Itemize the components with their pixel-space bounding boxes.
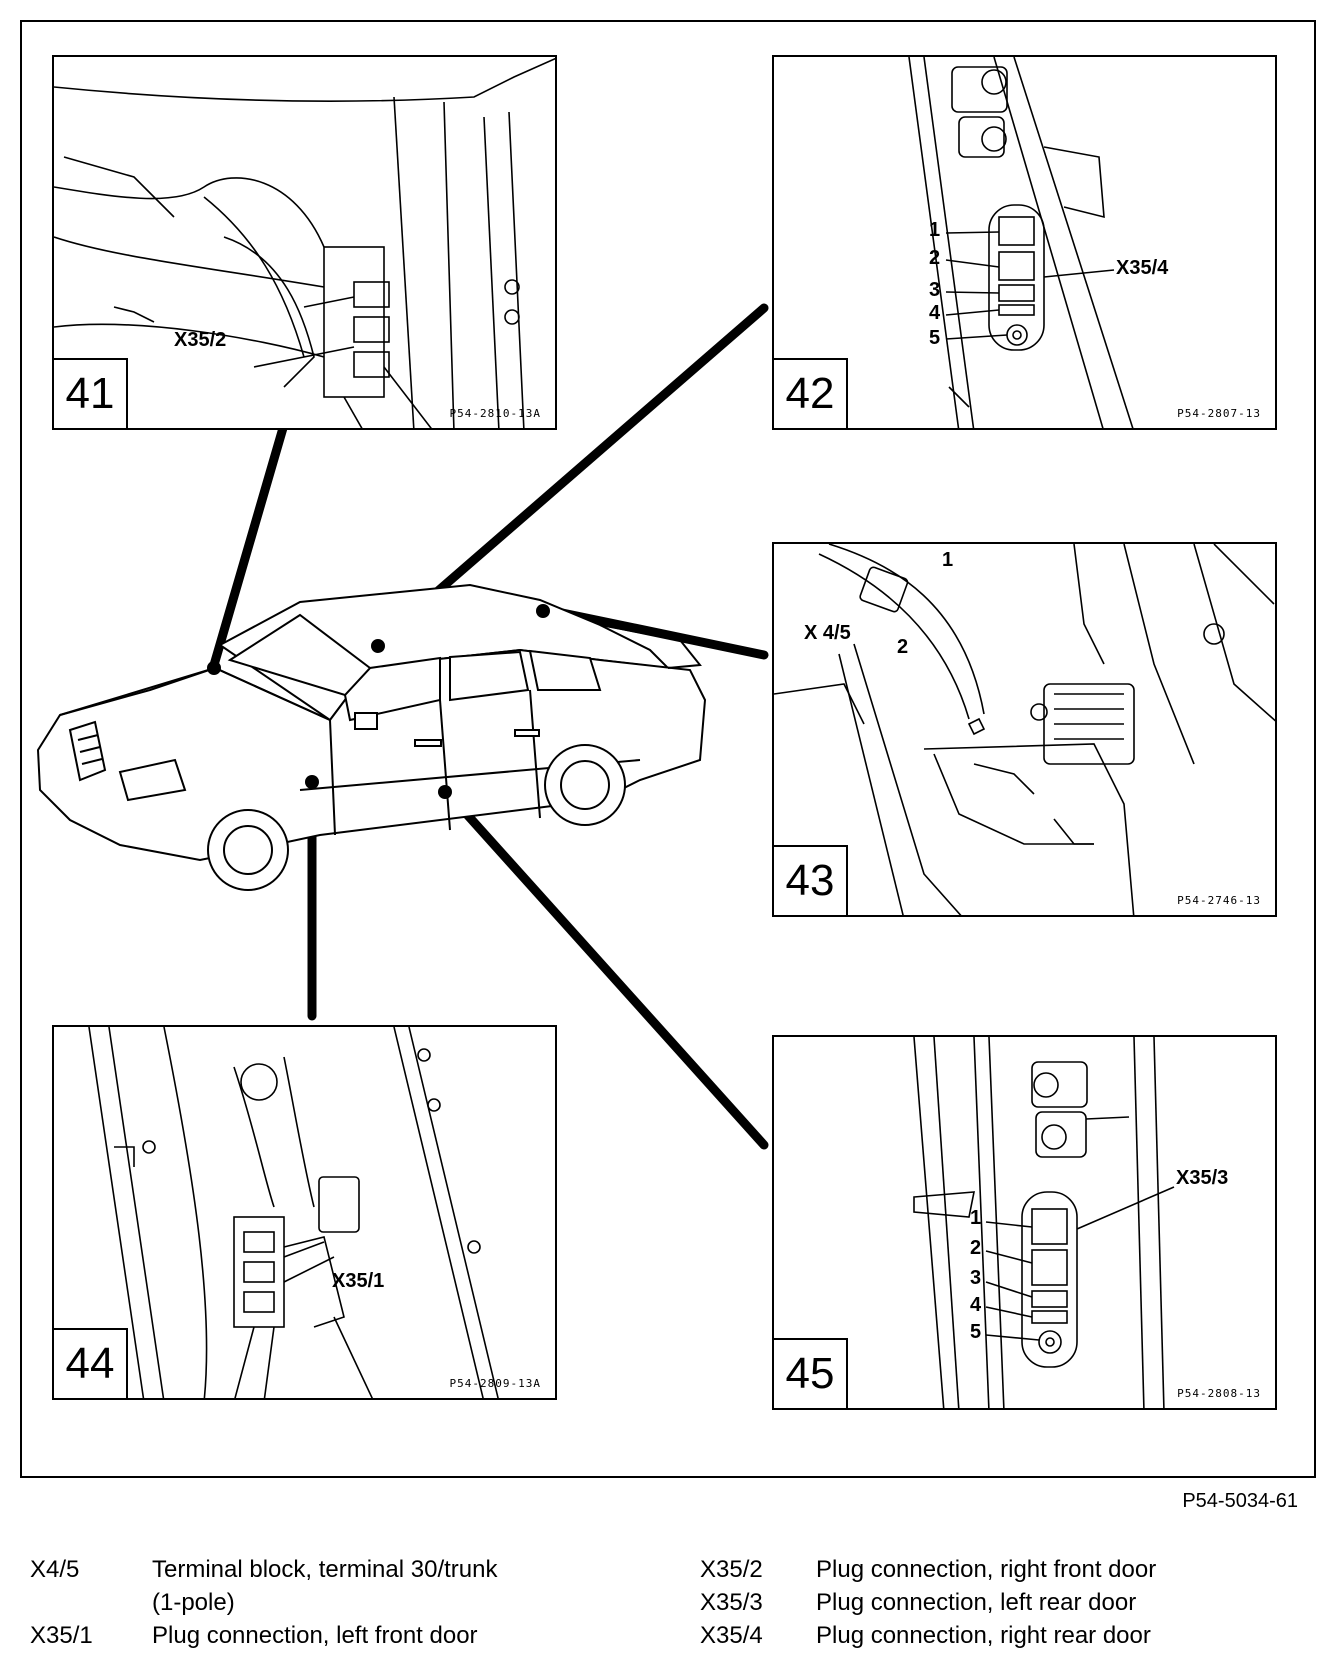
panel-code-43: P54-2746-13 [1177, 894, 1261, 907]
callout-42-4: 4 [929, 302, 941, 324]
legend-text: Plug connection, right rear door [816, 1622, 1151, 1649]
detail-panel-44: X35/1 44 P54-2809-13A [52, 1025, 557, 1400]
panel-number-43: 43 [774, 845, 848, 915]
panel-43-drawing [774, 544, 1275, 915]
panel-number-45: 45 [774, 1338, 848, 1408]
callout-45-5: 5 [970, 1321, 982, 1343]
legend-key: X35/2 [700, 1556, 763, 1583]
callout-42-5: 5 [929, 327, 941, 349]
legend-row-x35-4: X35/4 Plug connection, right rear door [700, 1619, 1156, 1652]
legend-text-cont: (1-pole) [152, 1589, 235, 1616]
legend-text: Plug connection, left rear door [816, 1589, 1137, 1616]
detail-panel-43: 1 X 4/5 2 43 P54-2746-13 [772, 542, 1277, 917]
legend-text: Terminal block, terminal 30/trunk [152, 1556, 498, 1583]
figure-frame [20, 20, 1316, 1478]
detail-panel-41: X35/2 41 P54-2810-13A [52, 55, 557, 430]
panel-code-45: P54-2808-13 [1177, 1387, 1261, 1400]
figure-code: P54-5034-61 [1182, 1490, 1298, 1512]
callout-45-2: 2 [970, 1237, 982, 1259]
callout-45-3: 3 [970, 1267, 982, 1289]
legend-key: X35/1 [30, 1622, 93, 1649]
legend-right: X35/2 Plug connection, right front door … [700, 1553, 1156, 1652]
panel-45-drawing [913, 1037, 1175, 1408]
panel-44-drawing [88, 1027, 499, 1398]
panel-42-drawing [908, 57, 1134, 428]
callout-42-3: 3 [929, 279, 941, 301]
legend-row-x35-3: X35/3 Plug connection, left rear door [700, 1586, 1156, 1619]
legend-row-x4-5-cont: (1-pole) [30, 1586, 497, 1619]
detail-panel-45: X35/3 1 2 3 4 5 45 P54-2808-13 [772, 1035, 1277, 1410]
legend-text: Plug connection, left front door [152, 1622, 478, 1649]
callout-43-2: 2 [897, 636, 909, 658]
panel-code-44: P54-2809-13A [449, 1377, 541, 1390]
panel-41-drawing [54, 57, 555, 428]
car-body [36, 583, 707, 891]
callout-x35-1: X35/1 [332, 1270, 385, 1292]
panel-number-42: 42 [774, 358, 848, 428]
legend-row-x35-1: X35/1 Plug connection, left front door [30, 1619, 497, 1652]
callout-45-1: 1 [970, 1207, 982, 1229]
panel-number-44: 44 [54, 1328, 128, 1398]
callout-x35-3: X35/3 [1176, 1167, 1229, 1189]
panel-code-41: P54-2810-13A [449, 407, 541, 420]
callout-x35-2: X35/2 [174, 329, 227, 351]
legend-row-x35-2: X35/2 Plug connection, right front door [700, 1553, 1156, 1586]
callout-x35-4: X35/4 [1116, 257, 1169, 279]
legend-row-x4-5: X4/5 Terminal block, terminal 30/trunk [30, 1553, 497, 1586]
legend-text: Plug connection, right front door [816, 1556, 1157, 1583]
legend-key: X35/4 [700, 1622, 763, 1649]
legend-key: X4/5 [30, 1556, 80, 1583]
legend-left: X4/5 Terminal block, terminal 30/trunk (… [30, 1553, 497, 1652]
detail-panel-42: 1 2 3 4 5 X35/4 42 P54-2807-13 [772, 55, 1277, 430]
leader-line-45 [440, 785, 769, 1150]
panel-number-41: 41 [54, 358, 128, 428]
connector-location-dots [207, 604, 550, 799]
leader-line-41 [209, 423, 288, 670]
callout-42-1: 1 [929, 219, 941, 241]
callout-45-4: 4 [970, 1294, 982, 1316]
legend-key: X35/3 [700, 1589, 763, 1616]
callout-42-2: 2 [929, 247, 941, 269]
callout-x4-5: X 4/5 [804, 622, 851, 644]
panel-code-42: P54-2807-13 [1177, 407, 1261, 420]
callout-43-1: 1 [942, 549, 954, 571]
